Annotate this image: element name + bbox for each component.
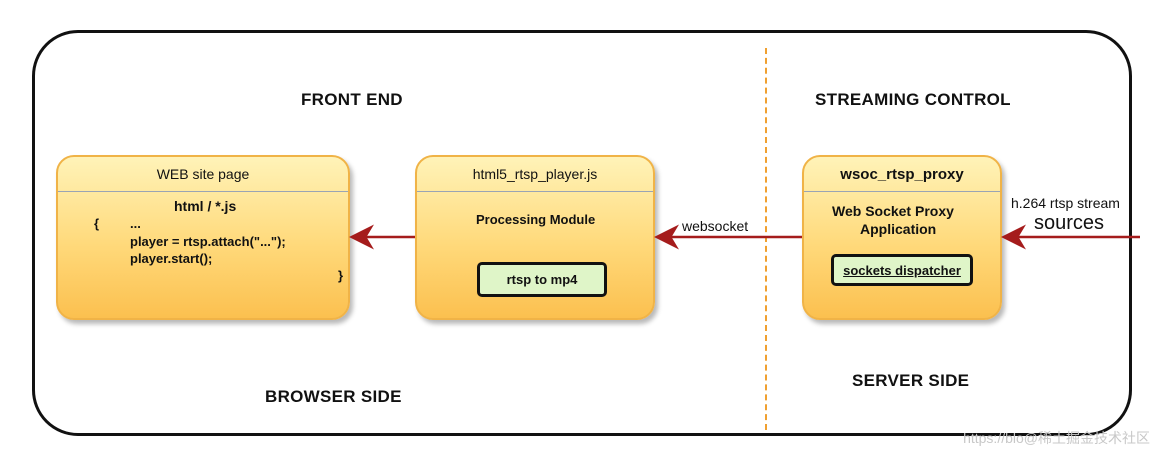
- code-line-2: player = rtsp.attach("...");: [130, 234, 286, 249]
- section-divider: [765, 48, 767, 430]
- websocket-label: websocket: [682, 218, 749, 234]
- proxy-header: wsoc_rtsp_proxy: [804, 157, 1000, 192]
- source-label-line-2: sources: [1034, 212, 1105, 234]
- server-side-title: SERVER SIDE: [852, 371, 970, 390]
- web-site-page-header: WEB site page: [58, 157, 348, 192]
- processing-module-label: Processing Module: [476, 212, 596, 227]
- watermark: https://blo@稀土掘金技术社区: [963, 430, 1150, 446]
- diagram-frame: [32, 30, 1132, 436]
- code-title: html / *.js: [174, 198, 237, 214]
- sockets-dispatcher-block: sockets dispatcher: [831, 254, 973, 286]
- code-open-brace: {: [94, 216, 100, 231]
- front-end-title: FRONT END: [301, 90, 403, 109]
- source-label-line-1: h.264 rtsp stream: [1011, 195, 1120, 211]
- code-close-brace: }: [338, 268, 344, 283]
- streaming-control-title: STREAMING CONTROL: [815, 90, 1011, 109]
- proxy-label-line-2: Application: [860, 221, 937, 237]
- proxy-label-line-1: Web Socket Proxy: [832, 203, 954, 219]
- code-line-1: ...: [130, 216, 141, 231]
- player-box: html5_rtsp_player.js: [415, 155, 655, 320]
- proxy-box: wsoc_rtsp_proxy: [802, 155, 1002, 320]
- player-header: html5_rtsp_player.js: [417, 157, 653, 192]
- rtsp-to-mp4-block: rtsp to mp4: [477, 262, 607, 297]
- browser-side-title: BROWSER SIDE: [265, 387, 402, 406]
- code-line-3: player.start();: [130, 251, 213, 266]
- web-site-page-box: WEB site page: [56, 155, 350, 320]
